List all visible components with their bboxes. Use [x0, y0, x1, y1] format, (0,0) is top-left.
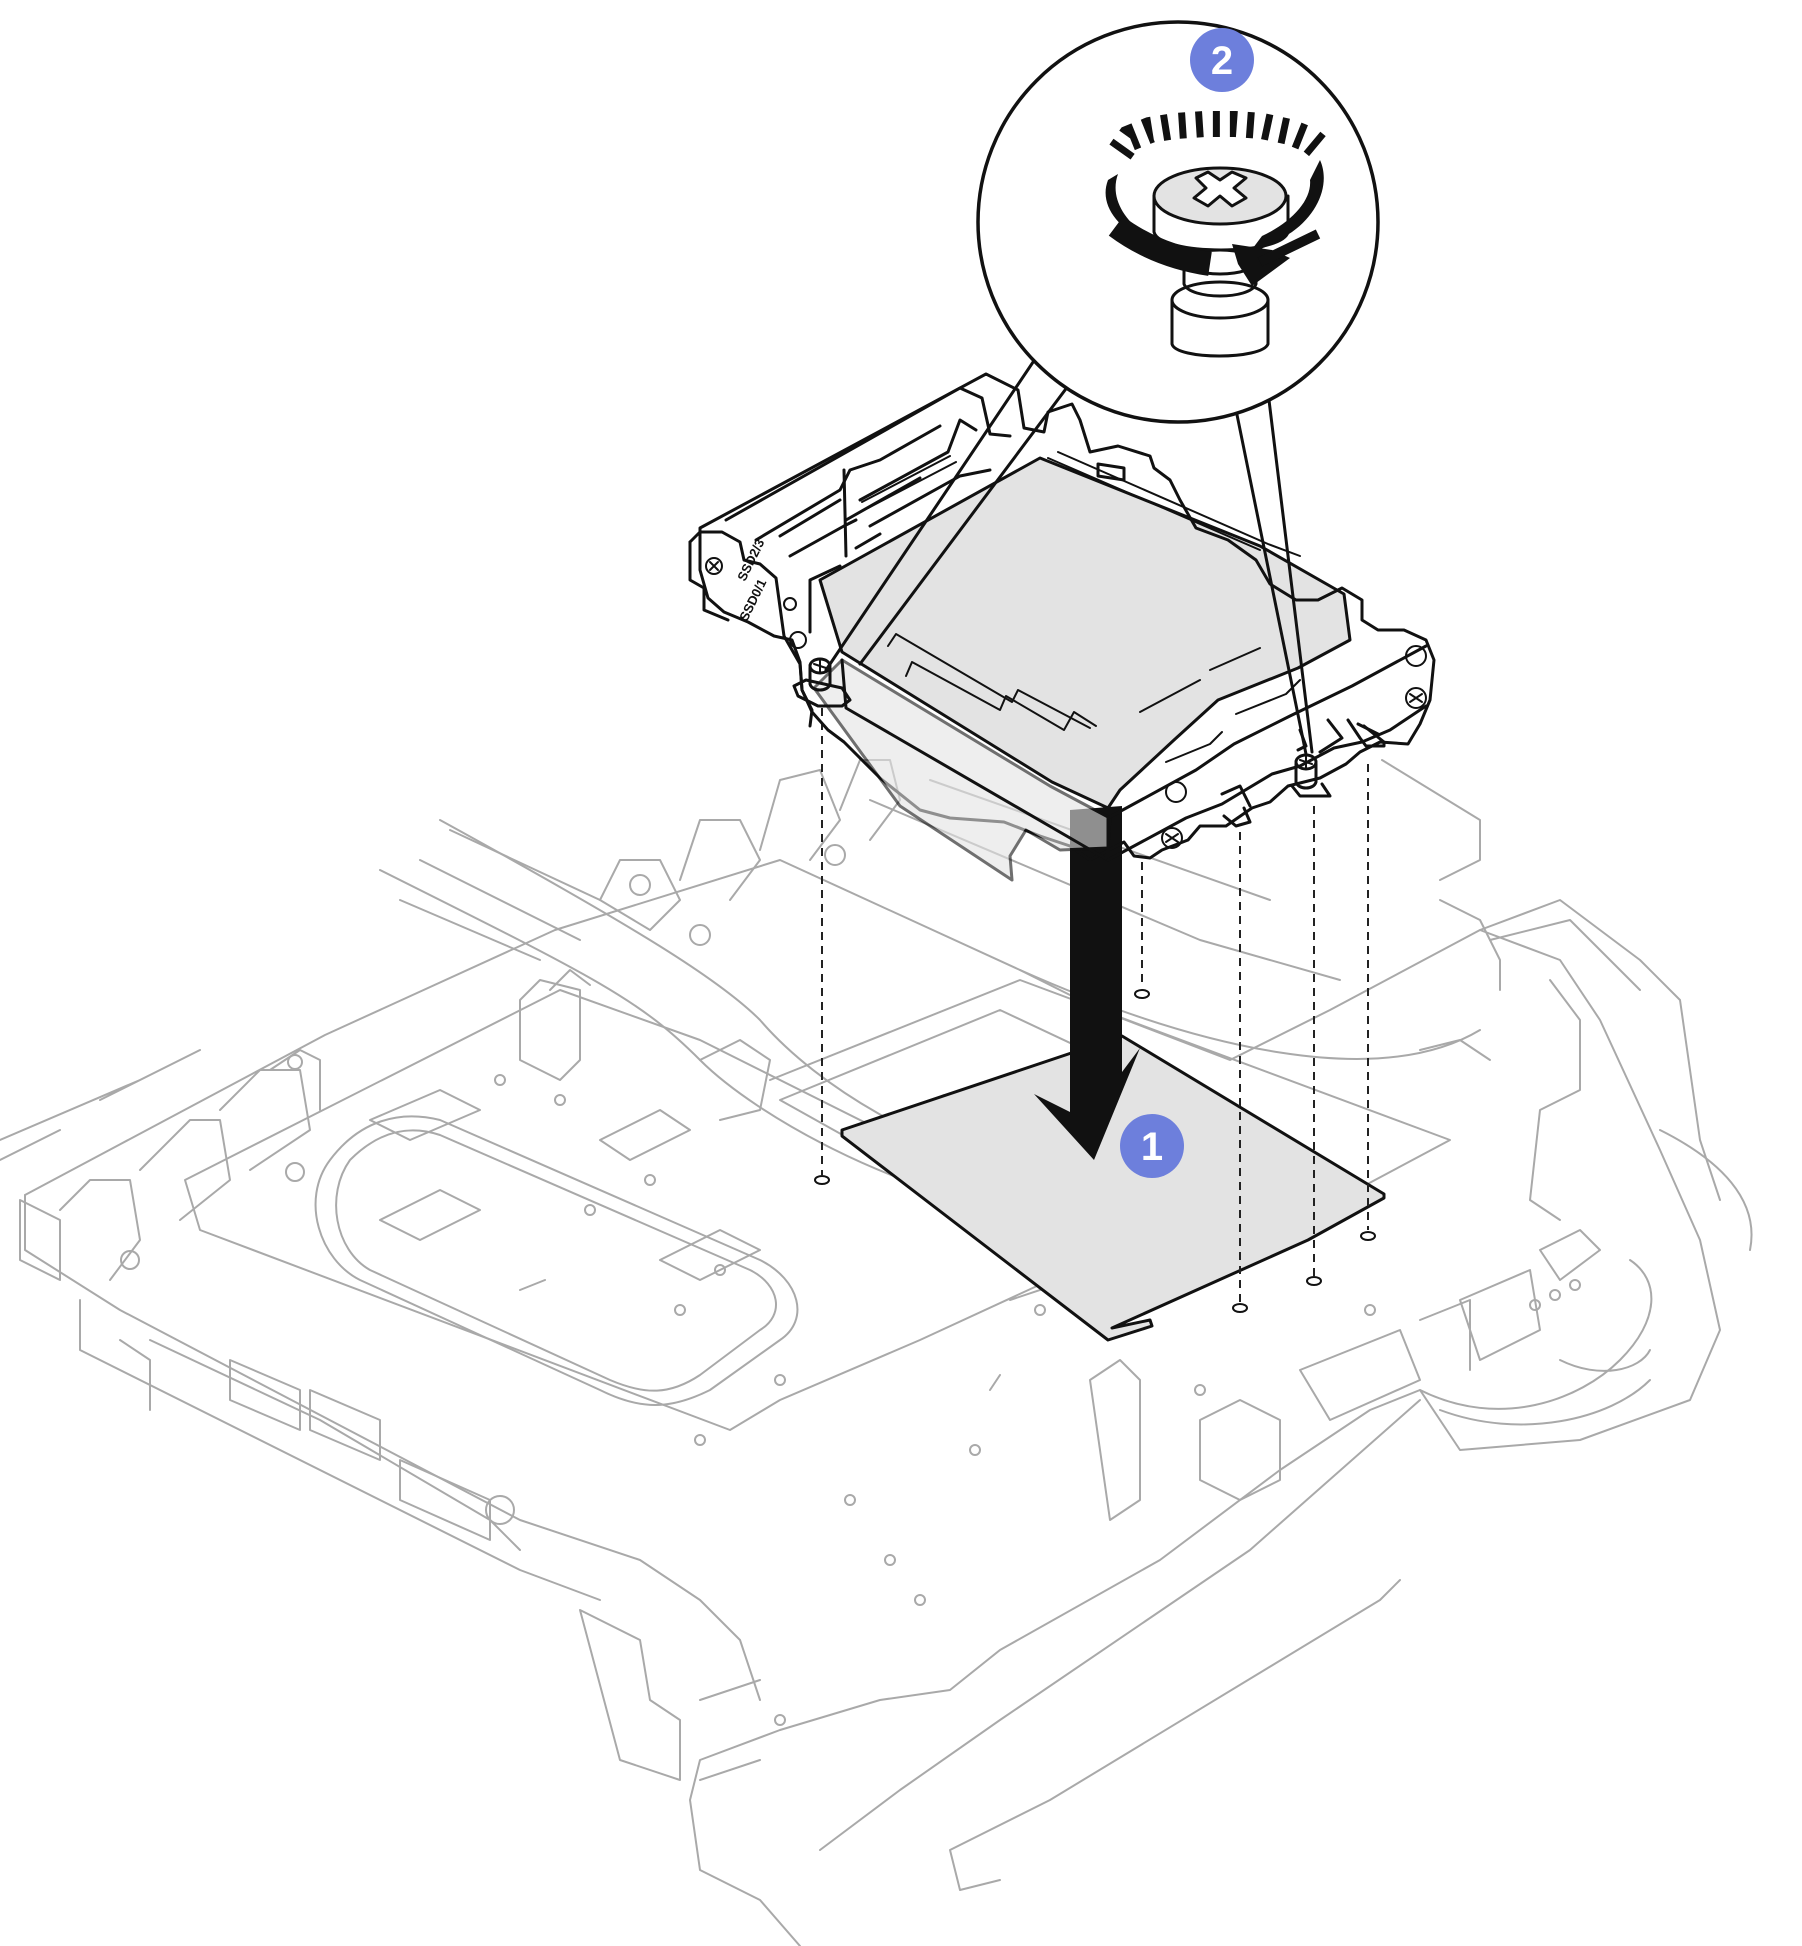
detail-magnifier	[824, 20, 1380, 756]
tray-right-wall	[1381, 759, 1501, 1061]
step-1-number: 1	[1141, 1125, 1163, 1169]
down-arrow-icon	[1034, 806, 1140, 1160]
step-1-callout: 1	[1120, 1114, 1184, 1178]
alignment-lines	[821, 708, 1369, 1302]
rotation-arrow-icon	[1105, 111, 1331, 286]
tray-standoff-holes	[814, 989, 1376, 1313]
bay-label-lower: SSD0/1	[736, 576, 769, 623]
cage-footprint	[840, 1034, 1386, 1342]
node-tray	[0, 759, 1753, 1946]
step-2-callout: 2	[1190, 28, 1254, 92]
drive-cage: SSD2/3 SSD0/1	[688, 372, 1436, 882]
step-2-number: 2	[1211, 39, 1233, 83]
